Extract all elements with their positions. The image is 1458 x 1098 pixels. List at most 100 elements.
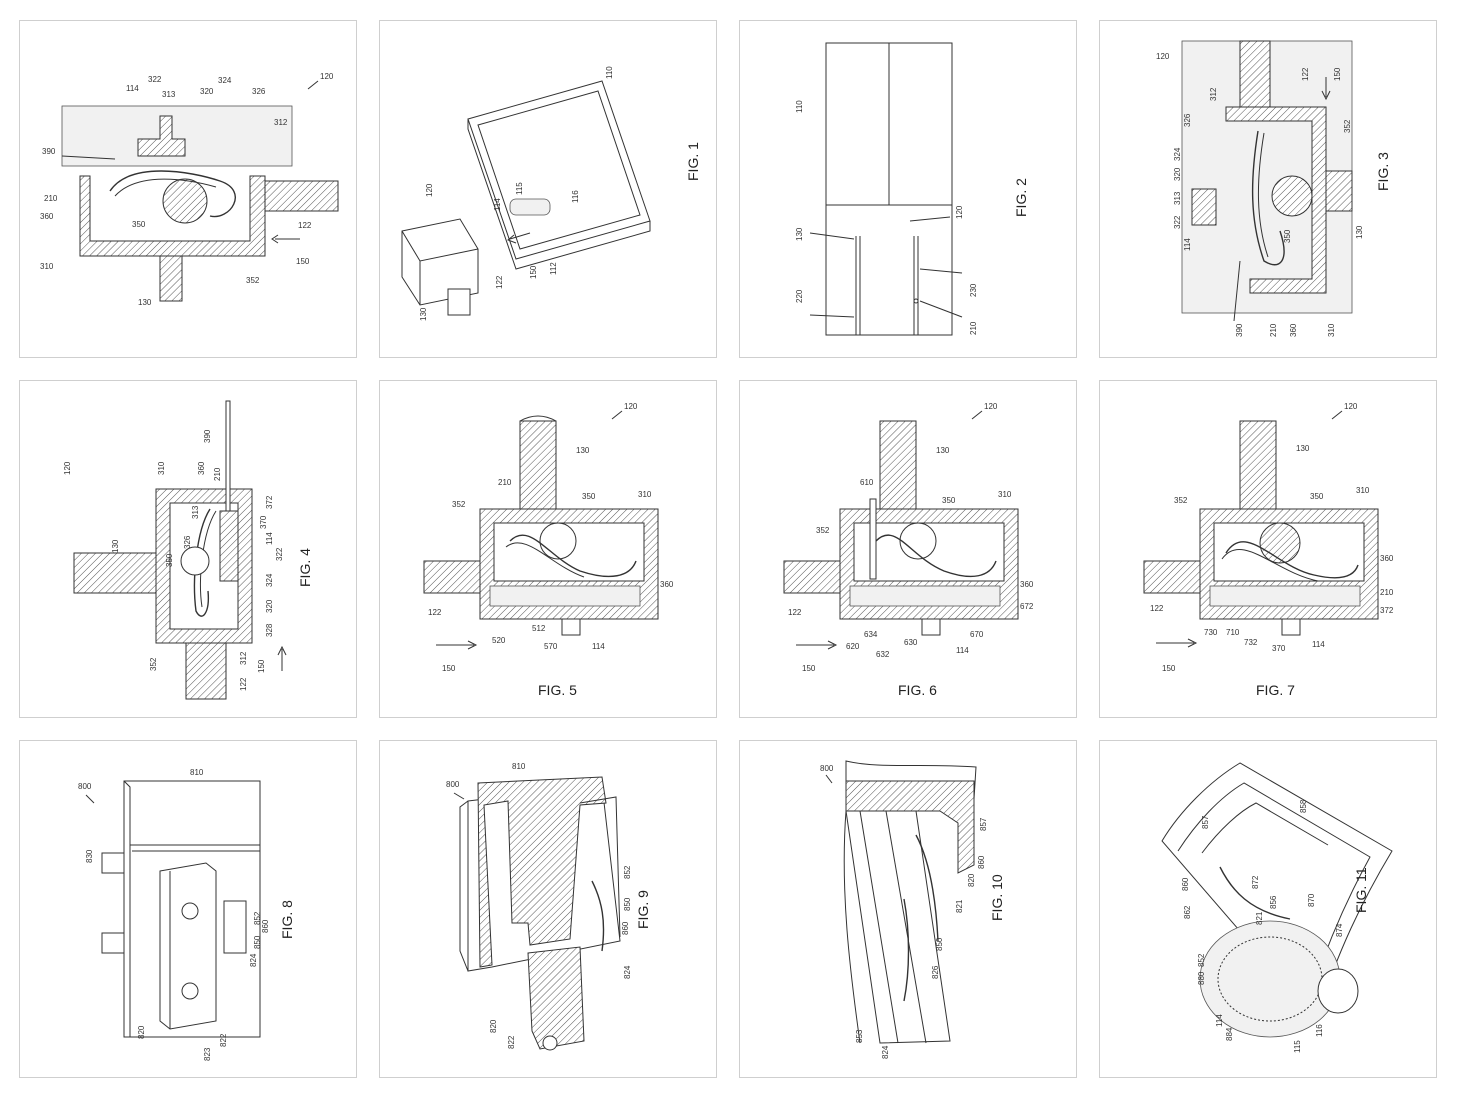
label: 116 [1315, 1024, 1324, 1037]
label: 310 [998, 490, 1012, 499]
figure-caption: FIG. 2 [1013, 178, 1029, 217]
label: 826 [931, 965, 940, 979]
label: 352 [149, 657, 158, 671]
label: 310 [1356, 486, 1370, 495]
figure-tile-fig3: FIG. 3 120 122 150 312 326 324 320 313 3… [1099, 20, 1437, 358]
figure-caption: FIG. 1 [685, 142, 701, 181]
figure-caption: FIG. 5 [538, 682, 577, 698]
label: 850 [623, 897, 632, 911]
label: 850 [935, 937, 944, 951]
label: 732 [1244, 638, 1258, 647]
label: 610 [860, 478, 874, 487]
label: 360 [660, 580, 674, 589]
label: 360 [40, 212, 54, 221]
label: 620 [846, 642, 860, 651]
label: 130 [1355, 225, 1364, 239]
label: 880 [1197, 971, 1206, 985]
label: 862 [1183, 905, 1192, 919]
label: 130 [1296, 444, 1310, 453]
label: 122 [1301, 67, 1310, 81]
label: 114 [126, 84, 139, 93]
label: 512 [532, 624, 546, 633]
ref-label: 120 [1344, 402, 1358, 411]
label: 850 [253, 935, 262, 949]
figure-tile-fig7: 120 FIG. 7 130 350 310 352 360 210 372 1… [1099, 380, 1437, 718]
label: 114 [956, 646, 969, 655]
label: 150 [1162, 664, 1176, 673]
label: 122 [495, 275, 504, 289]
label: 710 [1226, 628, 1240, 637]
ref-label: 120 [984, 402, 998, 411]
label: 313 [162, 90, 176, 99]
label: 230 [969, 283, 978, 297]
label: 634 [864, 630, 878, 639]
label: 130 [936, 446, 950, 455]
label: 824 [881, 1045, 890, 1059]
label: 810 [512, 762, 526, 771]
label: 312 [239, 651, 248, 665]
label: 390 [203, 429, 212, 443]
label: 820 [489, 1019, 498, 1033]
label: 823 [203, 1047, 212, 1061]
label: 860 [261, 919, 270, 933]
label: 150 [296, 257, 310, 266]
label: 150 [529, 265, 538, 279]
label: 110 [605, 66, 614, 79]
label: 352 [452, 500, 466, 509]
label: 352 [1343, 119, 1352, 133]
label: 122 [239, 677, 248, 691]
label: 130 [419, 307, 428, 321]
label: 310 [157, 461, 166, 475]
label: 310 [40, 262, 54, 271]
label: 822 [507, 1035, 516, 1049]
label: 390 [1235, 323, 1244, 337]
figure-tile-fig11: FIG. 11 857 858 860 872 870 874 856 821 … [1099, 740, 1437, 1078]
label: 852 [623, 865, 632, 879]
label: 820 [137, 1025, 146, 1039]
label: 372 [265, 495, 274, 509]
figure-caption: FIG. 11 [1353, 867, 1369, 913]
label: 313 [191, 505, 200, 519]
label: 210 [44, 194, 58, 203]
label: 870 [1307, 893, 1316, 907]
label: 856 [1269, 895, 1278, 909]
label: 350 [582, 492, 596, 501]
label: 810 [190, 768, 204, 777]
figure-tile-fig4: FIG. 4 120 390 310 360 210 372 370 313 1… [19, 380, 357, 718]
figure-caption: FIG. 7 [1256, 682, 1295, 698]
label: 630 [904, 638, 918, 647]
label: 210 [1269, 323, 1278, 337]
label: 852 [253, 911, 262, 925]
label: 857 [979, 817, 988, 831]
label: 858 [1299, 799, 1308, 813]
ref-label: 120 [1156, 52, 1170, 61]
label: 360 [1380, 554, 1394, 563]
label: 860 [977, 855, 986, 869]
label: 824 [249, 953, 258, 967]
label: 352 [816, 526, 830, 535]
label: 322 [275, 547, 284, 561]
figure-caption: FIG. 6 [898, 682, 937, 698]
label: 350 [165, 553, 174, 567]
label: 360 [1020, 580, 1034, 589]
figure-tile-120-top: 120 114 322 313 320 324 326 312 390 210 … [19, 20, 357, 358]
label: 322 [1173, 215, 1182, 229]
label: 130 [795, 227, 804, 241]
label: 115 [1293, 1040, 1302, 1053]
label: 324 [1173, 147, 1182, 161]
label: 352 [246, 276, 260, 285]
label: 112 [549, 262, 558, 275]
label: 350 [1310, 492, 1324, 501]
label: 820 [967, 873, 976, 887]
label: 322 [148, 75, 162, 84]
label: 830 [85, 849, 94, 863]
label: 884 [1225, 1027, 1234, 1041]
label: 326 [1183, 113, 1192, 127]
label: 312 [1209, 87, 1218, 101]
label: 390 [42, 147, 56, 156]
ref-label: 800 [446, 780, 460, 789]
label: 116 [571, 190, 580, 203]
figure-tile-fig6: 120 FIG. 6 130 610 350 310 352 360 672 1… [739, 380, 1077, 718]
label: 210 [1380, 588, 1394, 597]
label: 320 [200, 87, 214, 96]
